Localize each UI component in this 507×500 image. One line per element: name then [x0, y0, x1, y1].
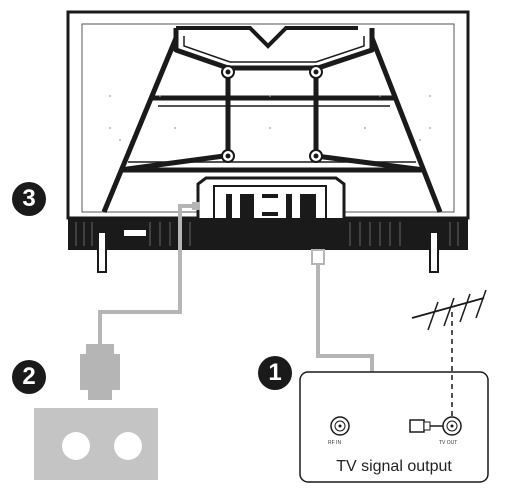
tv-out-label: TV OUT: [439, 440, 458, 446]
speaker-grille: [75, 222, 459, 246]
coax-plug: [409, 419, 425, 433]
wall-socket-plate: [34, 408, 158, 480]
tv-frame-inner-lines: [128, 36, 416, 163]
cable-to-wall: [98, 204, 196, 344]
step-2-badge: 2: [12, 360, 46, 394]
signal-box-caption: TV signal output: [336, 458, 452, 475]
socket-hole-icon: [62, 432, 90, 460]
tv-frame-struts: [101, 28, 443, 213]
step-1-badge: 1: [258, 356, 292, 390]
hdmi-port-icon: [258, 198, 282, 212]
socket-hole-icon: [114, 432, 142, 460]
rf-in-port: [330, 416, 350, 436]
signal-box: [299, 371, 489, 483]
step-3-badge: 3: [12, 182, 46, 216]
rf-in-label: RF IN: [328, 440, 342, 446]
tv-back: [66, 10, 470, 273]
wall-plug: [80, 344, 120, 400]
cable-plug-tv: [192, 202, 200, 210]
tv-dot-grid: [109, 95, 431, 141]
antenna-icon: [411, 289, 487, 416]
label-sticker: [124, 230, 146, 236]
tv-top-bracket: [176, 26, 358, 49]
tv-foot-right: [429, 231, 439, 273]
cable-plug-tv-right: [311, 249, 325, 265]
tv-foot-left: [97, 231, 107, 273]
tv-out-port: [409, 416, 462, 436]
mounting-screws: [221, 65, 323, 163]
